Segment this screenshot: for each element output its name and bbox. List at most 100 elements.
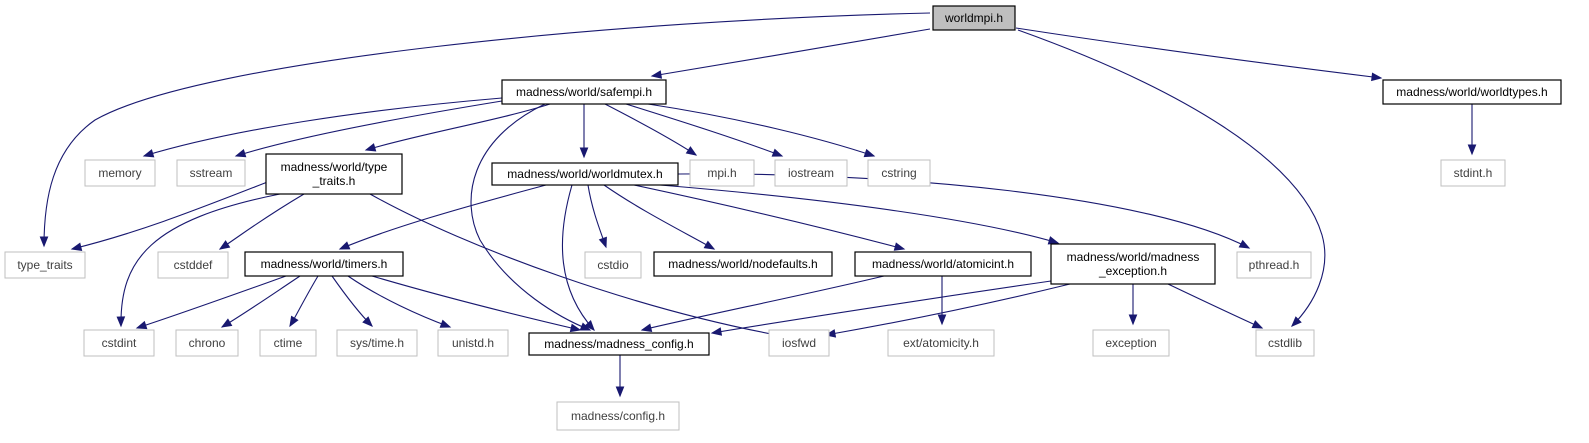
node-label: madness/world/worldmutex.h	[507, 167, 662, 181]
node-box	[265, 153, 403, 195]
edge-line	[604, 103, 697, 156]
edge-timers-to-chrono	[220, 275, 301, 328]
arrowhead	[937, 314, 947, 326]
edge-line	[1015, 27, 1382, 79]
edge-line	[1167, 283, 1263, 329]
edge-madness_exception-to-exception	[1128, 284, 1138, 326]
node-timers[interactable]: madness/world/timers.h	[244, 251, 404, 277]
node-cstdio: cstdio	[584, 251, 642, 279]
node-type_traits_h[interactable]: madness/world/type_traits.h	[265, 153, 403, 195]
edge-line	[235, 100, 503, 157]
arrowhead	[135, 320, 148, 330]
edge-type_traits_h-to-cstdint	[116, 193, 281, 328]
edge-timers-to-systime	[331, 275, 373, 327]
node-worldtypes[interactable]: madness/world/worldtypes.h	[1382, 79, 1562, 105]
node-label: _traits.h	[312, 174, 356, 188]
node-sstream: sstream	[176, 159, 246, 187]
node-box	[1255, 329, 1315, 357]
node-label: mpi.h	[707, 166, 736, 180]
arrowhead	[338, 241, 351, 250]
node-label: madness/config.h	[571, 409, 665, 423]
node-box	[528, 332, 710, 356]
arrowhead	[710, 327, 723, 336]
node-label: madness/world/nodefaults.h	[668, 257, 817, 271]
edge-worldmpi-to-cstdlib	[1017, 29, 1326, 327]
edge-worldmpi-to-type_traits	[39, 12, 931, 248]
edge-timers-to-unistd	[347, 275, 452, 328]
node-box	[774, 159, 848, 187]
node-box	[867, 159, 931, 187]
node-label: worldmpi.h	[944, 11, 1003, 25]
edge-timers-to-cstdint	[135, 275, 287, 330]
node-label: chrono	[189, 336, 226, 350]
arrowhead	[1291, 316, 1302, 327]
node-box	[259, 329, 317, 357]
node-worldmutex[interactable]: madness/world/worldmutex.h	[491, 162, 679, 186]
node-box	[176, 159, 246, 187]
edge-line	[825, 283, 1071, 336]
node-memory: memory	[84, 159, 156, 187]
node-madness_exception[interactable]: madness/world/madness_exception.h	[1050, 243, 1216, 285]
edge-safempi-to-iostream	[625, 103, 784, 157]
edge-madness_exception-to-cstdlib	[1167, 283, 1264, 329]
edge-safempi-to-cstring	[647, 103, 876, 158]
node-box	[689, 159, 755, 187]
arrowhead	[569, 323, 582, 333]
node-box	[932, 5, 1016, 31]
node-label: stdint.h	[1454, 166, 1493, 180]
node-label: madness/world/madness	[1067, 250, 1200, 264]
node-systime: sys/time.h	[336, 329, 418, 357]
node-madness_config[interactable]: madness/madness_config.h	[528, 332, 710, 356]
edge-line	[651, 28, 931, 77]
edge-type_traits_h-to-cstddef	[218, 193, 305, 250]
node-label: ctime	[274, 336, 303, 350]
edge-line	[347, 275, 451, 328]
node-safempi[interactable]: madness/world/safempi.h	[501, 79, 667, 105]
arrowhead	[220, 318, 233, 328]
arrowhead	[1467, 144, 1477, 156]
edge-line	[369, 193, 783, 337]
edge-line	[136, 275, 287, 329]
arrowhead	[598, 236, 607, 249]
edge-worldmutex-to-pthread	[677, 173, 1251, 249]
node-box	[244, 251, 404, 277]
edge-line	[120, 193, 281, 327]
edge-worldmutex-to-nodefaults	[603, 184, 716, 250]
node-box	[501, 79, 667, 105]
edge-safempi-to-worldmutex	[579, 104, 589, 159]
edge-line	[647, 103, 875, 157]
edge-line	[365, 103, 551, 151]
arrowhead	[703, 240, 716, 250]
node-box	[4, 251, 86, 279]
node-cstring: cstring	[867, 159, 931, 187]
node-box	[1050, 243, 1216, 285]
arrowhead	[1047, 236, 1060, 245]
edge-safempi-to-type_traits_h	[364, 103, 551, 152]
edge-safempi-to-memory	[142, 97, 503, 158]
arrowhead	[650, 70, 663, 79]
node-iosfwd: iosfwd	[768, 329, 830, 357]
node-worldmpi[interactable]: worldmpi.h	[932, 5, 1016, 31]
arrowhead	[116, 316, 126, 328]
arrowhead	[1251, 320, 1264, 329]
edge-line	[677, 173, 1250, 249]
node-atomicint[interactable]: madness/world/atomicint.h	[854, 251, 1032, 277]
node-box	[1236, 251, 1312, 279]
arrowhead	[70, 242, 83, 251]
node-cstdlib: cstdlib	[1255, 329, 1315, 357]
node-nodefaults[interactable]: madness/world/nodefaults.h	[653, 251, 833, 277]
node-label: sys/time.h	[350, 336, 404, 350]
edge-line	[470, 103, 591, 331]
edge-worldmutex-to-atomicint	[633, 184, 906, 251]
edge-line	[371, 275, 581, 331]
node-mpi: mpi.h	[689, 159, 755, 187]
edge-madness_config-to-config	[615, 355, 625, 398]
arrowhead	[142, 149, 155, 158]
node-label: cstdlib	[1268, 336, 1302, 350]
node-label: madness/world/type	[281, 160, 388, 174]
edge-line	[43, 12, 931, 247]
arrowhead	[1371, 72, 1383, 82]
node-ctime: ctime	[259, 329, 317, 357]
edge-line	[625, 103, 783, 157]
